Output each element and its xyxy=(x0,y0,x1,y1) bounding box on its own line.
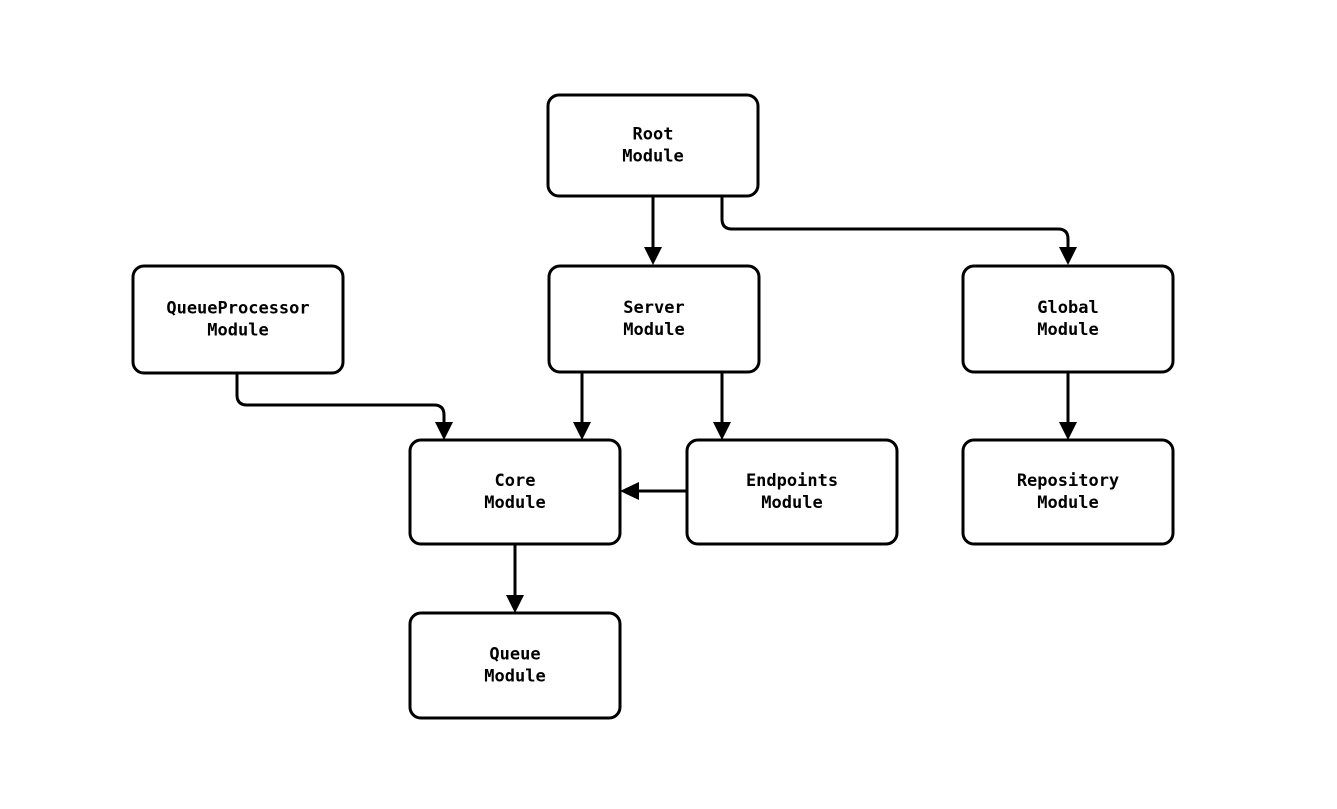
node-label-line1: Core xyxy=(495,471,536,491)
edge-root-to-server xyxy=(644,196,662,265)
node-box[interactable] xyxy=(546,93,760,198)
node-label-line2: Module xyxy=(207,321,268,341)
node-label-line2: Module xyxy=(623,320,684,340)
edge-queueprocessor-to-core xyxy=(235,373,453,440)
edge-server-to-core xyxy=(573,372,591,440)
node-box[interactable] xyxy=(685,438,899,546)
node-label-line2: Module xyxy=(484,493,545,513)
node-box[interactable] xyxy=(547,264,761,374)
arrowhead-icon xyxy=(506,595,524,613)
edge-line xyxy=(720,196,1070,252)
edge-line xyxy=(235,373,446,427)
edge-endpoints-to-core xyxy=(620,482,687,500)
arrowhead-icon xyxy=(435,422,453,440)
node-label-line1: QueueProcessor xyxy=(166,299,309,319)
node-label-line1: Root xyxy=(633,125,674,145)
edge-server-to-endpoints xyxy=(713,372,731,440)
node-label-line2: Module xyxy=(1037,493,1098,513)
node-box[interactable] xyxy=(131,264,345,375)
node-label-line1: Server xyxy=(623,298,684,318)
node-box[interactable] xyxy=(961,264,1175,374)
node-label-line1: Repository xyxy=(1017,471,1119,491)
node-box[interactable] xyxy=(961,438,1175,546)
edges-layer xyxy=(235,196,1077,613)
arrowhead-icon xyxy=(644,247,662,265)
node-label-line1: Global xyxy=(1037,298,1098,318)
node-label-line1: Endpoints xyxy=(746,471,838,491)
node-box[interactable] xyxy=(408,611,622,720)
node-box[interactable] xyxy=(408,438,622,546)
edge-global-to-repository xyxy=(1059,372,1077,440)
node-label-line2: Module xyxy=(761,493,822,513)
arrowhead-icon xyxy=(573,422,591,440)
arrowhead-icon xyxy=(713,422,731,440)
arrowhead-icon xyxy=(620,482,639,500)
arrowhead-icon xyxy=(1059,247,1077,265)
arrowhead-icon xyxy=(1059,422,1077,440)
edge-core-to-queue xyxy=(506,544,524,613)
node-label-line2: Module xyxy=(1037,320,1098,340)
node-label-line2: Module xyxy=(622,147,683,167)
nodes-layer: RootModuleQueueProcessorModuleServerModu… xyxy=(131,93,1175,720)
node-label-line2: Module xyxy=(484,667,545,687)
node-label-line1: Queue xyxy=(489,645,540,665)
edge-root-to-global xyxy=(720,196,1077,265)
